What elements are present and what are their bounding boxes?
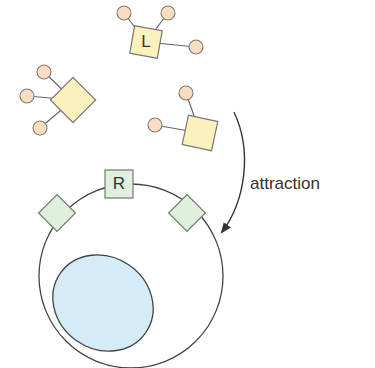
ligand-beads: [20, 6, 203, 135]
arrow-label: attraction: [250, 174, 320, 194]
nucleus: [34, 235, 172, 368]
receptor-square: R: [105, 170, 133, 198]
ligand-square: [182, 115, 218, 151]
ligand-diamond: [50, 77, 95, 122]
node-label: R: [105, 174, 133, 194]
receptor-diamond: [39, 195, 76, 232]
node-label: L: [132, 32, 160, 52]
attraction-arrow: [222, 112, 244, 232]
ligand-square: L: [132, 28, 160, 56]
receptor-diamond: [169, 195, 206, 232]
